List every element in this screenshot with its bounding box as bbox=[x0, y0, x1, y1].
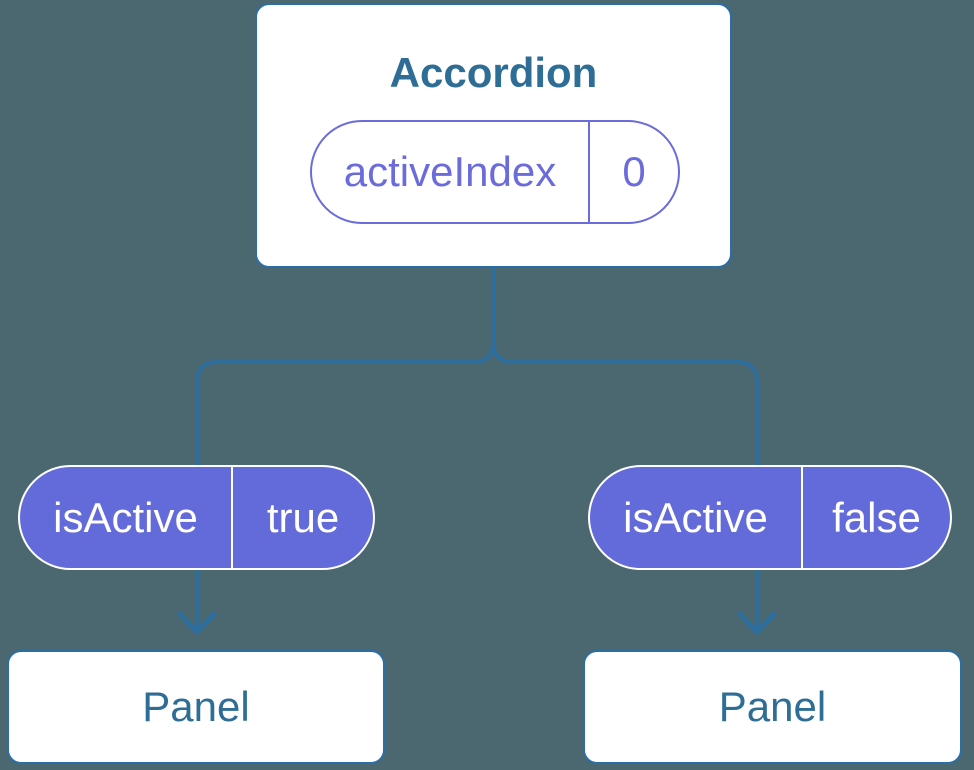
prop-name: isActive bbox=[53, 493, 198, 541]
isactive-prop-pill-left: isActive true bbox=[18, 465, 375, 570]
activeindex-state-pill: activeIndex 0 bbox=[310, 120, 680, 224]
arrow-down-icon bbox=[177, 611, 217, 635]
accordion-title: Accordion bbox=[389, 49, 598, 96]
isactive-prop-pill-right: isActive false bbox=[588, 465, 952, 570]
panel-title: Panel bbox=[142, 683, 250, 730]
arrow-down-icon bbox=[737, 611, 777, 635]
panel-node-left: Panel bbox=[7, 650, 385, 764]
prop-value: true bbox=[266, 493, 340, 541]
connector-right-branch bbox=[491, 267, 759, 632]
state-value: 0 bbox=[622, 148, 646, 195]
pill-divider bbox=[588, 122, 590, 222]
prop-value: false bbox=[832, 493, 921, 541]
panel-title: Panel bbox=[718, 683, 827, 730]
prop-name: isActive bbox=[623, 493, 768, 541]
connector-left-branch bbox=[195, 267, 495, 632]
state-name: activeIndex bbox=[343, 148, 557, 195]
pill-divider bbox=[801, 467, 803, 568]
panel-node-right: Panel bbox=[583, 650, 962, 764]
accordion-node: Accordion activeIndex 0 bbox=[255, 3, 732, 268]
pill-divider bbox=[231, 467, 233, 568]
